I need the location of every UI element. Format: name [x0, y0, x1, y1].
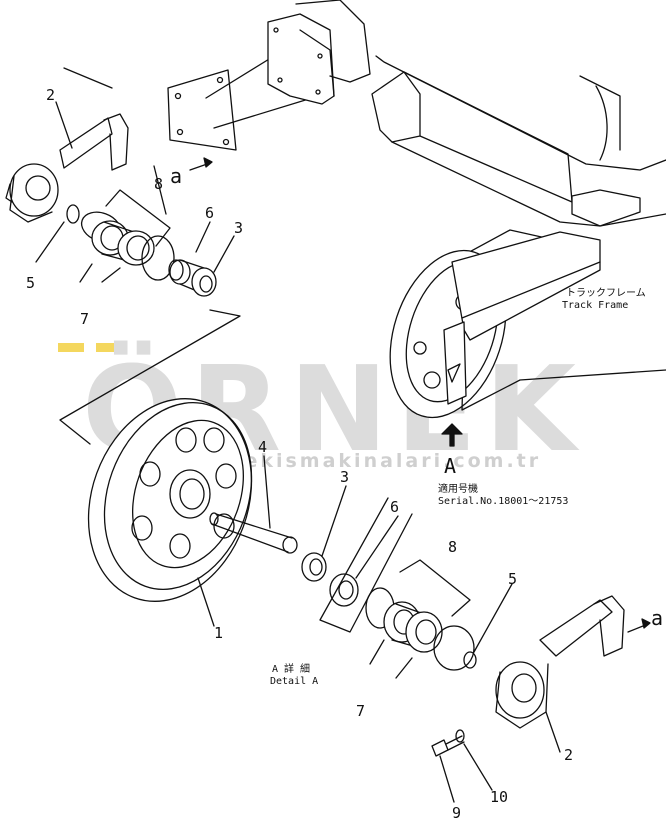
leader-top-3 — [213, 235, 235, 273]
callout-bottom-1: 1 — [214, 624, 224, 642]
detail-label-jp: A 詳 細 — [272, 664, 311, 675]
track-frame-label-jp: トラックフレーム — [566, 288, 646, 299]
bottom-washer-6 — [329, 573, 359, 607]
bottom-floating-seal — [383, 601, 443, 653]
top-thrust-washer — [168, 259, 184, 281]
callout-top-5: 5 — [26, 274, 36, 292]
leader-top-1 — [63, 67, 167, 215]
serial-label-jp: 適用号機 — [438, 484, 478, 495]
bottom-seal-ring — [433, 625, 475, 671]
top-o-ring-5 — [66, 204, 80, 224]
view-a-arrow-icon — [441, 423, 463, 447]
callout-bottom-2: 2 — [564, 746, 574, 764]
callout-top-2: 2 — [46, 86, 56, 104]
view-label-a-upper: a — [170, 164, 183, 188]
leader-2 — [545, 711, 561, 753]
top-bushing — [169, 259, 217, 297]
frame-tube — [167, 0, 371, 151]
leader-9 — [439, 755, 455, 803]
leader-top-2 — [55, 101, 73, 149]
detail-callout-line — [59, 309, 241, 445]
callout-bottom-10: 10 — [490, 788, 509, 806]
bracket-bottom-7 — [369, 639, 413, 679]
watermark-umlaut-left — [58, 343, 84, 352]
serial-label-en: Serial.No.18001～21753 — [438, 496, 569, 507]
washer-10 — [455, 729, 465, 743]
leader-top-6 — [195, 221, 211, 253]
leader-10 — [463, 743, 493, 791]
bracket-top-7 — [79, 263, 121, 283]
callout-top-6: 6 — [205, 204, 215, 222]
callout-bottom-5: 5 — [508, 570, 518, 588]
callout-top-8: 8 — [154, 175, 164, 193]
view-letter-a: A — [444, 454, 457, 478]
top-o-ring-b — [141, 235, 175, 281]
track-frame-label-en: Track Frame — [562, 300, 629, 311]
leader-5 — [473, 583, 513, 653]
bracket-bottom-8 — [399, 559, 471, 617]
bottom-yoke — [495, 595, 625, 729]
leader-1 — [197, 577, 215, 627]
callout-bottom-8: 8 — [448, 538, 458, 556]
callout-bottom-9: 9 — [452, 804, 462, 822]
top-yoke — [5, 113, 129, 223]
callout-bottom-3: 3 — [340, 468, 350, 486]
top-floating-seal — [91, 220, 155, 266]
bracket-bottom-6 — [319, 497, 413, 633]
callout-top-7: 7 — [80, 310, 90, 328]
track-frame-body — [371, 55, 666, 419]
callout-top-3: 3 — [234, 219, 244, 237]
arrow-a-upper-head — [203, 157, 213, 168]
leader-4 — [263, 455, 271, 529]
leader-6 — [355, 515, 399, 579]
bolt-9 — [431, 735, 465, 757]
callout-bottom-4: 4 — [258, 438, 268, 456]
callout-bottom-6: 6 — [390, 498, 400, 516]
watermark-umlaut-right — [96, 343, 122, 352]
bracket-top-8 — [105, 189, 171, 247]
idler-shaft-4 — [209, 512, 298, 554]
detail-label-en: Detail A — [270, 676, 319, 687]
bottom-bushing-3 — [301, 552, 327, 582]
arrow-a-lower-head — [641, 618, 651, 629]
bottom-o-ring-5 — [463, 651, 477, 669]
leader-3 — [321, 485, 347, 557]
callout-bottom-7: 7 — [356, 702, 366, 720]
leader-top-5 — [35, 221, 65, 263]
idler-wheel — [87, 398, 253, 602]
view-label-a-lower: a — [651, 606, 664, 630]
